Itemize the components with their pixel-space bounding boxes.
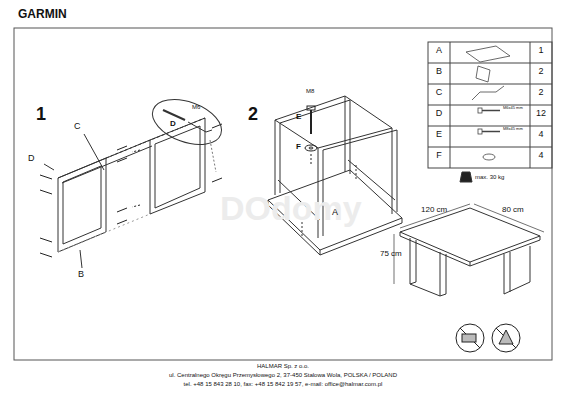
label: F xyxy=(436,151,442,161)
label: 4 xyxy=(538,130,543,140)
footer-text: tel. +48 15 843 28 10, fax: +48 15 842 1… xyxy=(184,381,383,388)
label: M6x45 mm xyxy=(503,106,523,110)
label: B xyxy=(78,270,84,280)
weight-icon xyxy=(460,172,472,182)
label: 2 xyxy=(538,88,543,98)
label: M8x45 mm xyxy=(503,127,523,131)
label: D xyxy=(436,109,443,119)
table-dimension-view xyxy=(394,204,544,296)
parts-table xyxy=(428,42,552,168)
footer-text: HALMAR Sp. z o.o. xyxy=(257,363,309,370)
label: 2 xyxy=(538,67,543,77)
step1-frame xyxy=(44,118,205,268)
screw-e-washer-f xyxy=(305,106,317,166)
label: C xyxy=(74,122,81,132)
label: 120 cm xyxy=(421,206,447,215)
footer-text: ul. Centralnego Okręgu Przemysłowego 2, … xyxy=(169,372,397,379)
watermark: DOdomy xyxy=(220,190,362,227)
label: 4 xyxy=(538,151,543,161)
label: 1 xyxy=(538,46,543,56)
step2-assembly xyxy=(268,96,402,255)
label: 80 cm xyxy=(502,206,524,215)
label: 12 xyxy=(536,109,546,119)
label: E xyxy=(296,113,301,122)
label: M6 xyxy=(192,104,200,111)
callout-bubble-d xyxy=(146,91,227,172)
label: E xyxy=(436,130,442,140)
label: 1 xyxy=(36,105,46,125)
label: F xyxy=(296,143,301,152)
label: M8 xyxy=(306,88,314,95)
label: 75 cm xyxy=(380,250,402,259)
label: max. 30 kg xyxy=(475,174,504,181)
label: C xyxy=(436,88,443,98)
label: A xyxy=(332,208,338,218)
label: A xyxy=(436,46,442,56)
label: D xyxy=(28,154,35,164)
title: GARMIN xyxy=(18,7,67,21)
label: D xyxy=(170,120,176,129)
warning-icons xyxy=(456,324,520,352)
label: 2 xyxy=(248,105,258,125)
label: B xyxy=(436,67,442,77)
